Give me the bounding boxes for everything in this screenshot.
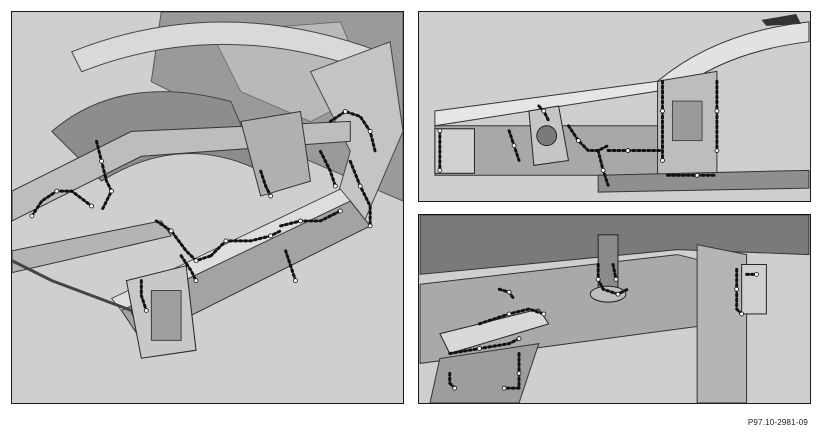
weld-points-tr — [437, 108, 720, 178]
side-member-panel — [418, 11, 811, 202]
crash-box — [434, 128, 475, 174]
side-member-drawing — [434, 13, 810, 193]
front-structure-drawing — [12, 12, 403, 359]
lower-arm — [439, 308, 550, 355]
weld-points-left — [29, 109, 373, 313]
front-structure-panel — [11, 11, 404, 404]
lower-frame — [12, 220, 172, 274]
roof-tab — [761, 13, 802, 26]
a-pillar-curve — [656, 21, 810, 92]
underbody-panel — [418, 214, 811, 404]
figure-reference-code: P97.10-2981-09 — [747, 418, 808, 427]
strut-tower — [240, 110, 312, 197]
weld-points-br — [452, 271, 759, 391]
strut-mount — [589, 285, 627, 303]
side-bracket — [741, 263, 767, 315]
underbody-drawing — [419, 215, 810, 403]
mount-bush — [536, 125, 558, 147]
weld-seams-br — [448, 262, 758, 390]
side-rail-vertical — [696, 244, 748, 403]
sill — [597, 169, 810, 193]
bracket-window — [150, 290, 182, 341]
weld-seams-left — [30, 109, 377, 312]
pillar-opening — [671, 100, 703, 142]
upper-rail-side — [434, 80, 659, 127]
